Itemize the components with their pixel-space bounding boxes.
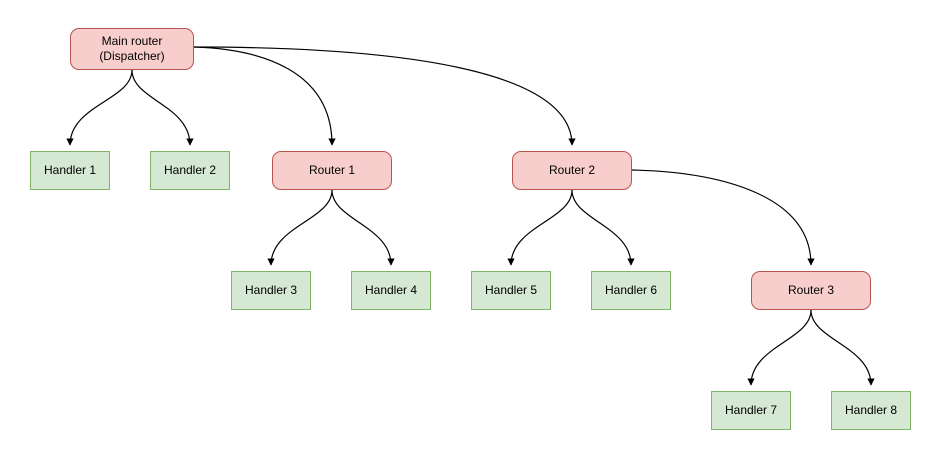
node-label-router-2: Router 2 <box>548 163 596 177</box>
node-label-handler-5: Handler 5 <box>484 283 538 297</box>
node-handler-3[interactable]: Handler 3 <box>231 271 311 310</box>
node-handler-2[interactable]: Handler 2 <box>150 151 230 190</box>
node-handler-6[interactable]: Handler 6 <box>591 271 671 310</box>
node-label-handler-7: Handler 7 <box>724 403 778 417</box>
edge-router-2-to-handler-5 <box>507 189 573 266</box>
node-router-3[interactable]: Router 3 <box>751 271 871 310</box>
node-label-router-1: Router 1 <box>308 163 356 177</box>
edge-router-3-to-handler-8 <box>810 309 875 386</box>
node-label-handler-2: Handler 2 <box>163 163 217 177</box>
node-handler-4[interactable]: Handler 4 <box>351 271 431 310</box>
edge-router-1-to-handler-3 <box>267 189 333 266</box>
edge-router-2-to-handler-6 <box>571 189 635 266</box>
node-handler-7[interactable]: Handler 7 <box>711 391 791 430</box>
node-label-handler-3: Handler 3 <box>244 283 298 297</box>
node-label-router-3: Router 3 <box>787 283 835 297</box>
node-label-handler-8: Handler 8 <box>844 403 898 417</box>
edge-main-to-router-2 <box>193 46 576 146</box>
edge-router-1-to-handler-4 <box>331 189 395 266</box>
node-label-handler-1: Handler 1 <box>43 163 97 177</box>
node-label-handler-4: Handler 4 <box>364 283 418 297</box>
node-handler-1[interactable]: Handler 1 <box>30 151 110 190</box>
edge-main-to-handler-1 <box>66 69 133 146</box>
node-label-main-router: Main router (Dispatcher) <box>99 34 165 63</box>
node-router-2[interactable]: Router 2 <box>512 151 632 190</box>
node-router-1[interactable]: Router 1 <box>272 151 392 190</box>
edge-router-2-to-router-3 <box>631 169 815 266</box>
edge-main-to-handler-2 <box>131 69 194 146</box>
node-handler-5[interactable]: Handler 5 <box>471 271 551 310</box>
node-label-handler-6: Handler 6 <box>604 283 658 297</box>
edge-router-3-to-handler-7 <box>747 309 812 386</box>
node-handler-8[interactable]: Handler 8 <box>831 391 911 430</box>
node-main-router[interactable]: Main router (Dispatcher) <box>70 28 194 70</box>
edge-main-to-router-1 <box>193 46 336 146</box>
